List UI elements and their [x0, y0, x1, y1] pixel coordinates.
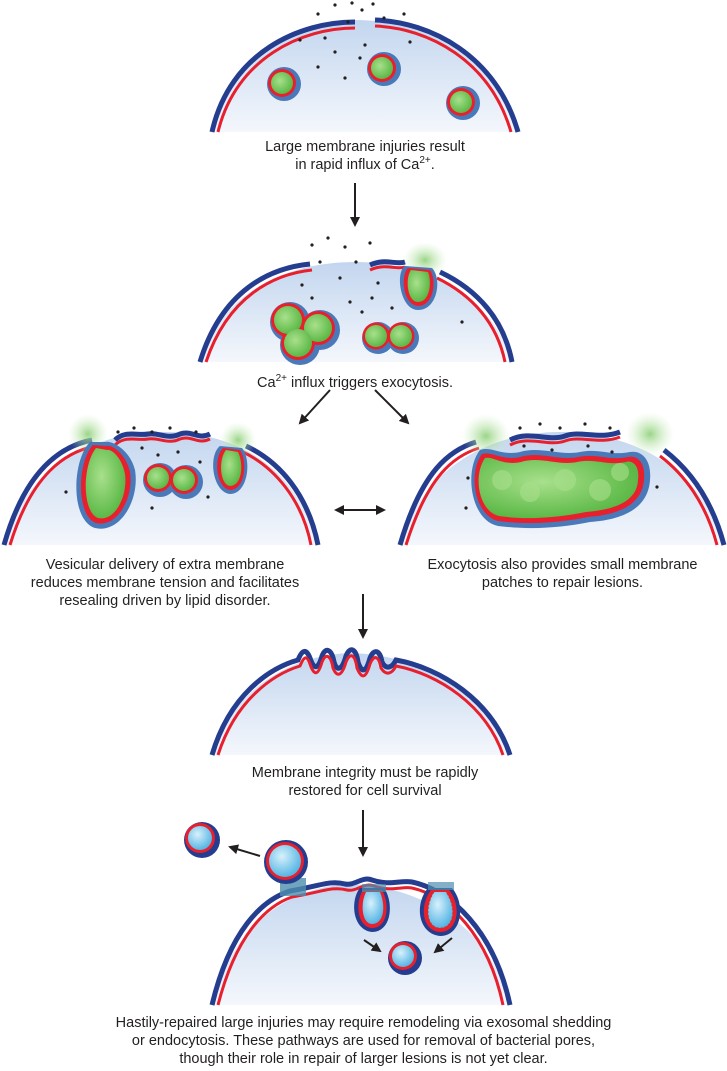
- vesicle: [446, 86, 480, 120]
- caption-line: Hastily-repaired large injuries may requ…: [115, 1015, 612, 1031]
- vesicle-pair: [362, 322, 419, 354]
- caption-stage3-right: Exocytosis also provides small membrane …: [398, 556, 727, 592]
- vesicle-pair: [143, 463, 203, 499]
- vesicle: [267, 67, 301, 101]
- endosome: [388, 941, 422, 975]
- secreted-cloud: [462, 414, 510, 458]
- stage1-cell: [209, 1, 521, 133]
- fusing-vesicle: [213, 446, 248, 494]
- stage4-cell: [209, 647, 513, 756]
- vesicle-cluster: [270, 302, 340, 365]
- caption-line: Exocytosis also provides small membrane: [427, 557, 698, 573]
- caption-line: Vesicular delivery of extra membrane: [45, 557, 285, 573]
- superscript: 2+: [275, 373, 287, 384]
- stage3-right-cell: [397, 412, 727, 546]
- caption-line: though their role in repair of larger le…: [179, 1051, 548, 1067]
- caption-line: restored for cell survival: [288, 783, 442, 799]
- caption-stage3-left: Vesicular delivery of extra membrane red…: [0, 556, 330, 610]
- stage2-cell: [197, 236, 515, 365]
- caption-line: resealing driven by lipid disorder.: [59, 593, 271, 609]
- caption-line: Large membrane injuries result: [265, 139, 465, 155]
- fusing-vesicle: [399, 266, 438, 310]
- pore-vesicle: [419, 882, 461, 936]
- caption-line: Membrane integrity must be rapidly: [251, 765, 479, 781]
- caption-line: reduces membrane tension and facilitates: [30, 575, 300, 591]
- shedding-bud: [264, 840, 308, 896]
- arrow-to-endosome: [433, 937, 453, 954]
- endocytic-pit: [354, 884, 390, 932]
- caption-text: .: [430, 157, 435, 173]
- caption-line: patches to repair lesions.: [481, 575, 644, 591]
- calcium-ions: [298, 1, 412, 80]
- arrow-left-branch: [298, 389, 331, 425]
- stage5-cell: [209, 840, 513, 1006]
- exosome: [184, 822, 220, 858]
- caption-text: Ca: [257, 375, 276, 391]
- caption-line: in rapid influx of Ca2+.: [205, 156, 525, 174]
- superscript: 2+: [419, 155, 431, 166]
- calcium-ions: [300, 236, 464, 324]
- vesicle: [367, 52, 401, 86]
- arrow-to-endosome: [363, 939, 382, 953]
- caption-stage5: Hastily-repaired large injuries may requ…: [40, 1014, 687, 1068]
- caption-stage2: Ca2+ influx triggers exocytosis.: [195, 374, 515, 392]
- caption-line: or endocytosis. These pathways are used …: [131, 1033, 596, 1049]
- calcium-ions: [64, 426, 210, 510]
- secreted-cloud: [626, 412, 674, 456]
- caption-stage1: Large membrane injuries result in rapid …: [205, 138, 525, 174]
- caption-stage4: Membrane integrity must be rapidly resto…: [205, 764, 525, 800]
- arrow-to-exosome: [228, 844, 261, 857]
- calcium-ions: [464, 422, 659, 510]
- fused-vesicle-chain: [471, 449, 651, 529]
- arrow-right-branch: [374, 389, 410, 425]
- caption-text: in rapid influx of Ca: [295, 157, 420, 173]
- caption-text: influx triggers exocytosis.: [286, 375, 453, 391]
- stage3-left-cell: [1, 414, 321, 546]
- fusing-vesicle-cluster: [76, 441, 136, 529]
